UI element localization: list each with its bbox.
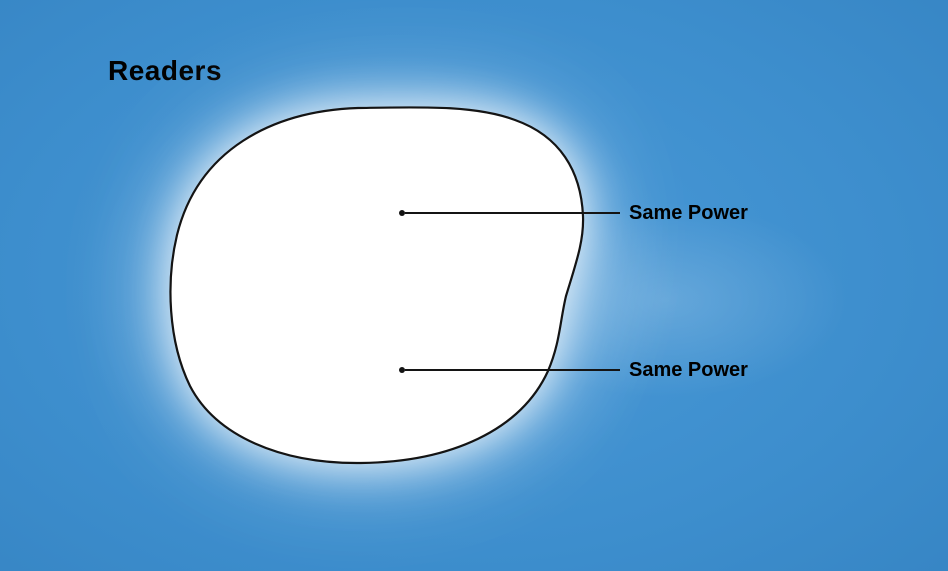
callout-dot-icon <box>399 367 405 373</box>
lens-shape-icon <box>169 106 585 465</box>
callout-line-icon <box>405 369 620 371</box>
callout-same-power-bottom: Same Power <box>399 357 748 383</box>
callout-label: Same Power <box>629 358 748 381</box>
callout-same-power-top: Same Power <box>399 200 748 226</box>
callout-label: Same Power <box>629 201 748 224</box>
page-title: Readers <box>108 55 223 86</box>
callout-line-icon <box>405 212 620 214</box>
callout-dot-icon <box>399 210 405 216</box>
